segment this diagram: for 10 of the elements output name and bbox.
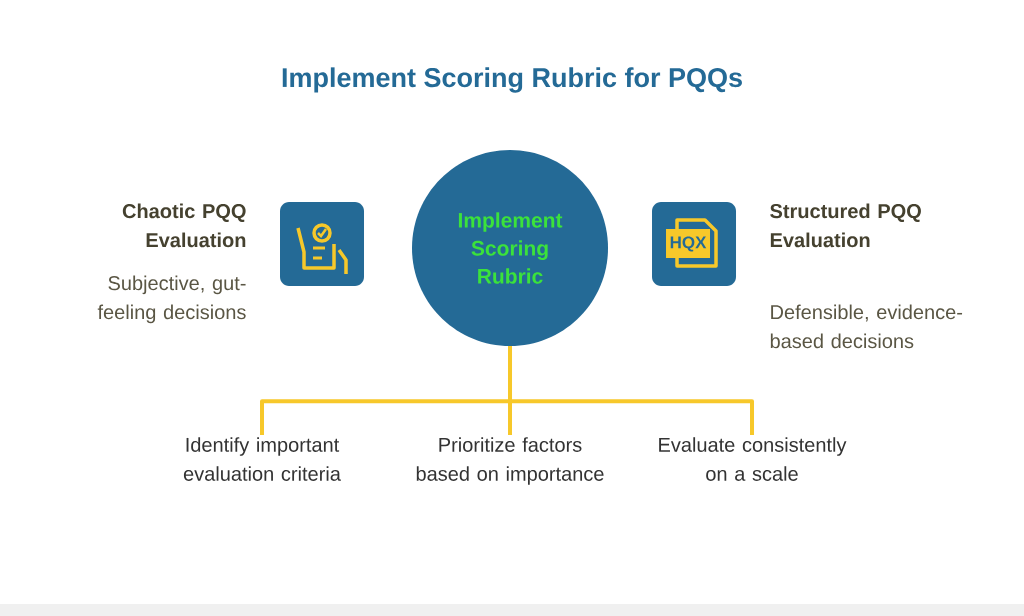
side-description: Subjective, gut-feeling decisions bbox=[97, 275, 246, 324]
side-description: Defensible, evidence-based decisions bbox=[770, 304, 963, 349]
step-text: Identify important evaluation criteria bbox=[183, 437, 341, 481]
side-heading: Structured PQQ Evaluation bbox=[770, 203, 921, 248]
side-heading: Chaotic PQQ Evaluation bbox=[122, 203, 246, 248]
step-text: Evaluate consistently on a scale bbox=[659, 437, 847, 481]
connector-line bbox=[508, 346, 754, 435]
title: Implement Scoring Rubric for PQQs bbox=[282, 67, 742, 93]
step-text: Prioritize factors based on importance bbox=[416, 437, 604, 485]
file-format-text: HQX bbox=[670, 236, 707, 252]
